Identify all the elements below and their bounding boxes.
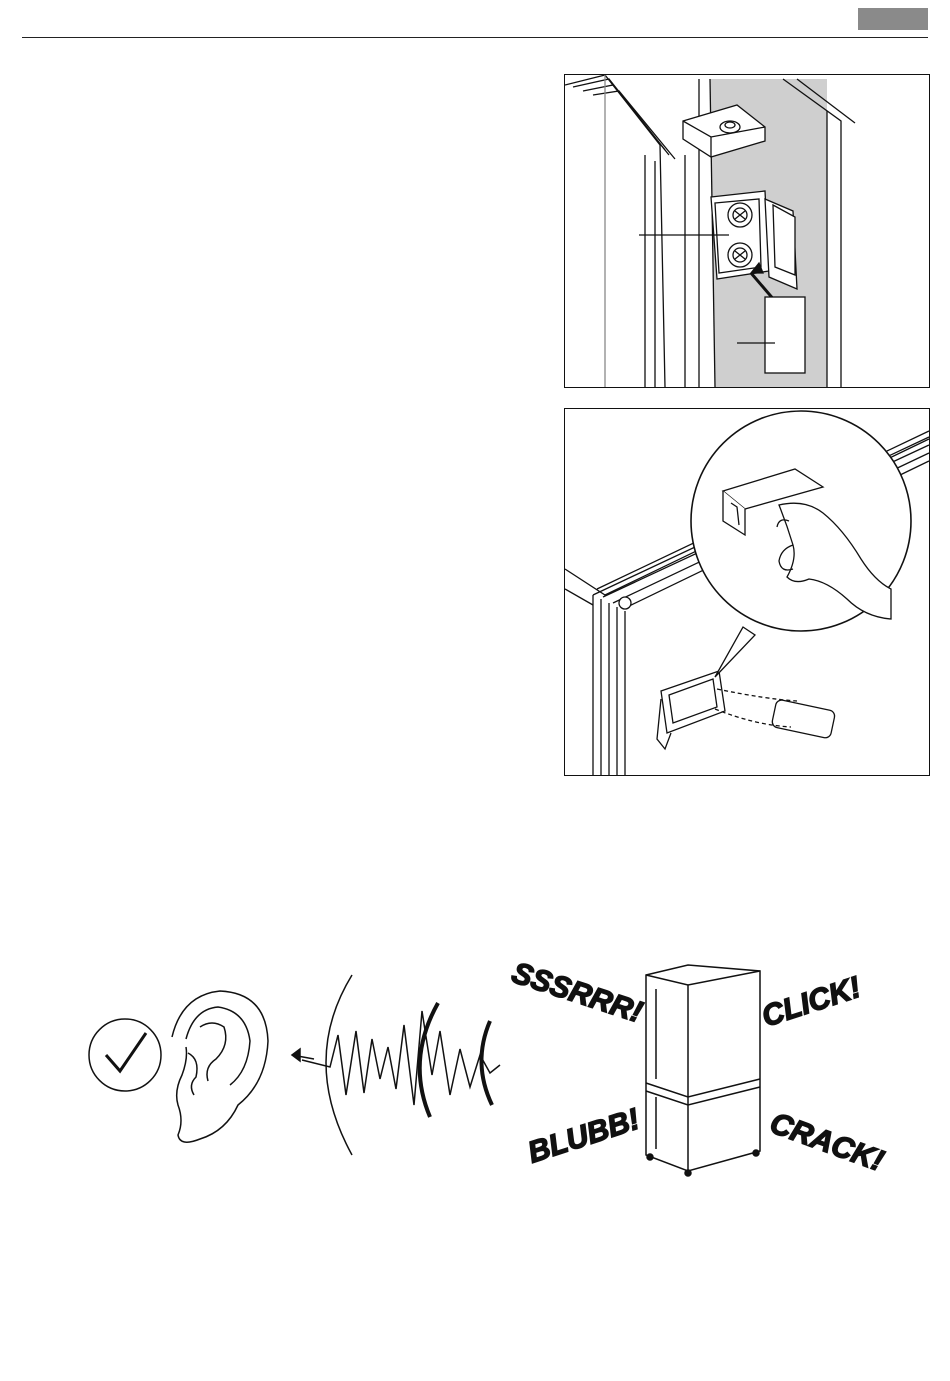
handle-cover-icon	[657, 671, 836, 749]
sound-label-click: CLICK!	[758, 971, 865, 1034]
checkmark-icon	[89, 1019, 161, 1091]
header-rule	[22, 37, 928, 38]
sound-label-crack: CRACK!	[766, 1107, 888, 1178]
cover-plate-icon	[765, 297, 805, 373]
page-section-tab	[858, 8, 928, 30]
sound-wave-icon	[292, 975, 500, 1155]
hinge-illustration	[564, 74, 930, 388]
door-frame-icon	[565, 75, 699, 387]
sounds-illustration: SSSRRR! CLICK! BLUBB! CRACK!	[70, 955, 890, 1190]
sound-label-blubb: BLUBB!	[524, 1103, 644, 1170]
sound-label-sssrrr: SSSRRR!	[508, 956, 647, 1029]
handle-cover-illustration	[564, 408, 930, 776]
ear-icon	[172, 991, 268, 1142]
fridge-icon	[646, 965, 760, 1176]
